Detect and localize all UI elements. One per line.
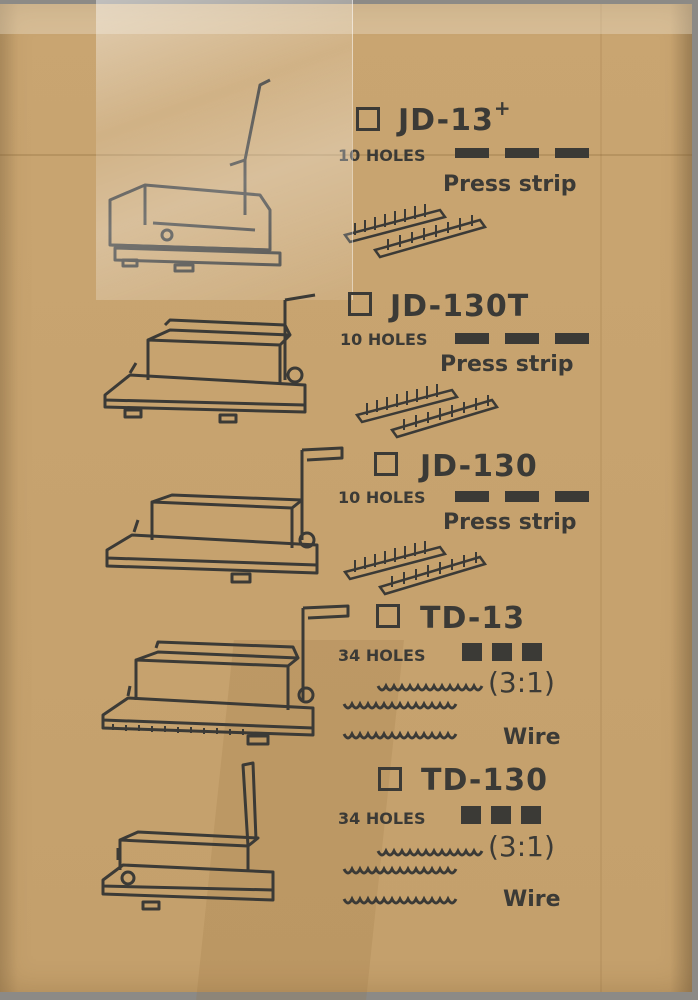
hole-bar: [521, 806, 541, 824]
box-crease: [600, 4, 602, 992]
hole-bar: [462, 643, 482, 661]
binding-type-label: Press strip: [443, 172, 577, 197]
clear-tape: [96, 0, 353, 300]
press-strip-illustration: [342, 204, 488, 259]
hole-bar: [455, 148, 489, 158]
binding-machine-illustration: [108, 78, 282, 273]
model-checkbox: [356, 107, 380, 131]
hole-bar: [505, 333, 539, 344]
model-name: JD-130T: [390, 289, 530, 324]
press-strip-illustration: [342, 541, 488, 596]
binding-type-label: Wire: [503, 725, 561, 750]
model-checkbox: [348, 292, 372, 316]
binding-type-label: Press strip: [443, 510, 577, 535]
wire-spiral-illustration: [342, 682, 484, 740]
pitch-ratio: (3:1): [488, 830, 555, 863]
press-strip-illustration: [354, 384, 500, 439]
model-name: TD-130: [421, 763, 548, 798]
hole-bars: [455, 491, 589, 502]
hole-bar: [455, 491, 489, 502]
hole-bar: [555, 491, 589, 502]
model-name: JD-130: [420, 449, 538, 484]
hole-count: 10 HOLES: [340, 330, 428, 349]
hole-bars: [462, 643, 542, 661]
model-suffix: +: [493, 96, 512, 120]
hole-bars: [461, 806, 541, 824]
hole-bars: [455, 333, 589, 344]
pitch-ratio: (3:1): [488, 666, 555, 699]
hole-bars: [455, 148, 589, 158]
model-name: JD-13+: [398, 96, 512, 138]
model-name: TD-13: [420, 601, 526, 636]
model-checkbox: [374, 452, 398, 476]
hole-bar: [555, 333, 589, 344]
hole-bar: [491, 806, 511, 824]
binding-type-label: Press strip: [440, 352, 574, 377]
wire-spiral-illustration: [342, 847, 484, 905]
hole-bar: [505, 148, 539, 158]
hole-count: 10 HOLES: [338, 488, 426, 507]
packing-tape-strip: [0, 4, 692, 34]
hole-bar: [455, 333, 489, 344]
hole-count: 34 HOLES: [338, 646, 426, 665]
hole-count: 34 HOLES: [338, 809, 426, 828]
hole-bar: [522, 643, 542, 661]
hole-bar: [505, 491, 539, 502]
box-crease: [0, 154, 692, 156]
binding-machine-illustration: [101, 604, 350, 746]
hole-bar: [492, 643, 512, 661]
binding-machine-illustration: [105, 446, 344, 584]
model-checkbox: [378, 767, 402, 791]
hole-bar: [461, 806, 481, 824]
hole-bar: [555, 148, 589, 158]
hole-count: 10 HOLES: [338, 146, 426, 165]
binding-type-label: Wire: [503, 887, 561, 912]
binding-machine-illustration: [101, 761, 275, 911]
binding-machine-illustration: [103, 293, 316, 424]
model-checkbox: [376, 604, 400, 628]
